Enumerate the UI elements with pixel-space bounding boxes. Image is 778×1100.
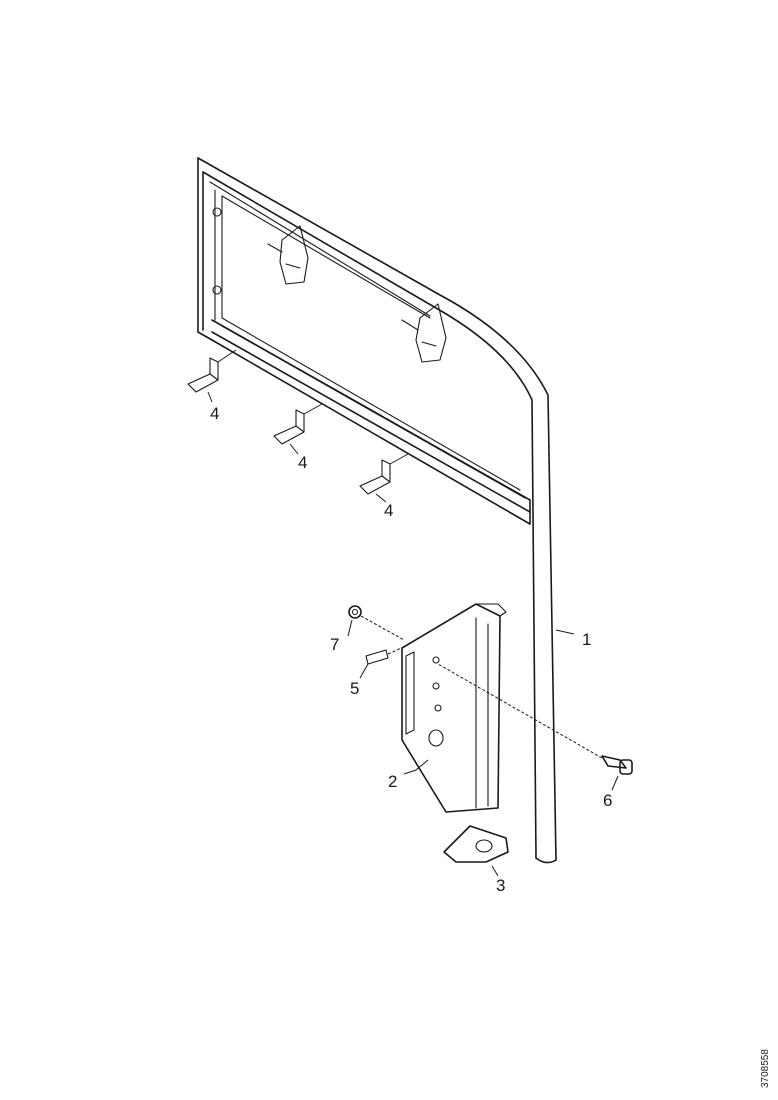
- figure-code: 3708558: [760, 1049, 771, 1088]
- callout-6: 6: [603, 791, 612, 810]
- clip-part-b: [273, 403, 323, 445]
- callout-4b: 4: [298, 453, 307, 472]
- clip-part-c: [359, 453, 409, 495]
- callout-labels: 1 2 3 4 4 4 5 6 7: [210, 404, 612, 895]
- frame-tube-part: [197, 157, 557, 864]
- callout-7: 7: [330, 635, 339, 654]
- callout-3: 3: [496, 876, 505, 895]
- callout-5: 5: [350, 679, 359, 698]
- base-plate-part: [443, 825, 509, 863]
- leader-lines: [207, 391, 619, 877]
- callout-1: 1: [582, 630, 591, 649]
- nut-part: [348, 605, 405, 641]
- callout-4c: 4: [384, 501, 393, 520]
- callout-4a: 4: [210, 404, 219, 423]
- bolt-part: [437, 663, 633, 775]
- clip-part-a: [187, 349, 237, 393]
- screw-part: [365, 645, 407, 665]
- callout-2: 2: [388, 772, 397, 791]
- mounting-bracket-part: [401, 603, 507, 813]
